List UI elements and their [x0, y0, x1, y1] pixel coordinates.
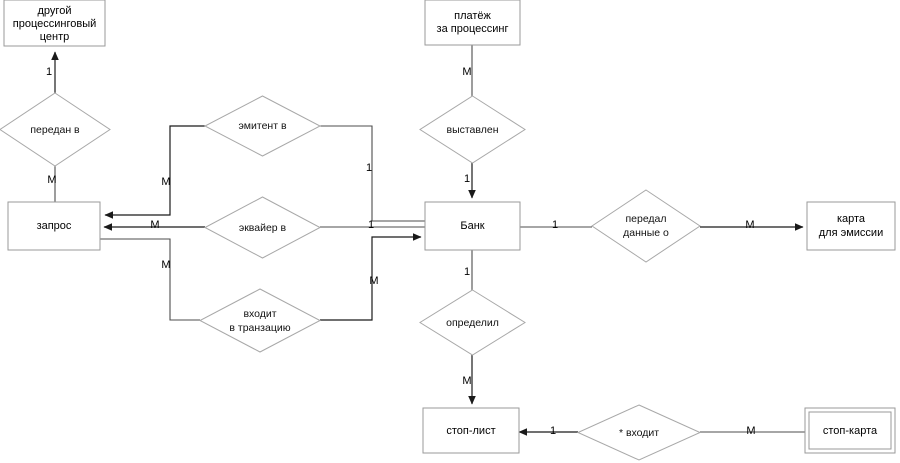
- entity-proc-center-line-2: процессинговый: [13, 18, 97, 30]
- entity-request[interactable]: запрос: [7, 201, 101, 251]
- cardinality-request-issuer-in: M: [161, 176, 170, 188]
- cardinality-request-acquirer-in: M: [150, 219, 159, 231]
- relationship-enters-trans-line-2: в транзацию: [229, 322, 290, 334]
- entity-proc-center[interactable]: другой процессинговый центр: [3, 0, 106, 47]
- entity-payment-line-2: за процессинг: [437, 23, 509, 35]
- relationship-star-enters-label: * входит: [619, 427, 659, 439]
- relationship-issuer-in-label: эмитент в: [238, 120, 286, 132]
- entity-proc-center-line-3: центр: [40, 31, 70, 43]
- relationship-determined-label: определил: [446, 317, 499, 329]
- connector-enters-trans-bank: [320, 233, 422, 321]
- cardinality-acquirer-in-bank: 1: [368, 219, 374, 231]
- relationship-enters-trans-line-1: входит: [243, 308, 276, 320]
- entity-emission-card-line-2: для эмиссии: [819, 227, 883, 239]
- relationship-star-enters[interactable]: * входит: [576, 404, 702, 461]
- cardinality-handed-data-card: M: [745, 219, 754, 231]
- cardinality-transferred-to-request: M: [47, 174, 56, 186]
- connector-request-enters-trans: [100, 238, 200, 321]
- connector-issuer-in-bank: [320, 125, 425, 222]
- relationship-acquirer-in[interactable]: эквайер в: [203, 196, 322, 259]
- cardinality-payment-issued: M: [462, 66, 471, 78]
- relationship-issued-label: выставлен: [446, 124, 498, 136]
- entity-emission-card[interactable]: карта для эмиссии: [806, 201, 896, 251]
- relationship-acquirer-in-label: эквайер в: [239, 222, 287, 234]
- cardinality-proc-center: 1: [46, 66, 52, 78]
- entity-stop-card[interactable]: стоп-карта: [804, 407, 896, 454]
- entity-payment-line-1: платёж: [454, 10, 491, 22]
- cardinality-issued-bank: 1: [464, 173, 470, 185]
- cardinality-bank-handed-data: 1: [552, 219, 558, 231]
- relationship-transferred-to[interactable]: передан в: [0, 92, 111, 167]
- relationship-handed-data-line-2: данные о: [623, 227, 669, 239]
- relationship-determined[interactable]: определил: [419, 289, 526, 356]
- entity-payment[interactable]: платёж за процессинг: [424, 0, 521, 46]
- entity-stop-list[interactable]: стоп-лист: [422, 407, 520, 454]
- entity-emission-card-line-1: карта: [837, 213, 866, 225]
- entity-request-label: запрос: [37, 220, 72, 232]
- relationship-handed-data-line-1: передал: [625, 213, 666, 225]
- relationship-handed-data[interactable]: передал данные о: [591, 189, 701, 263]
- relationship-issuer-in[interactable]: эмитент в: [203, 95, 322, 157]
- cardinality-bank-determined: 1: [464, 266, 470, 278]
- cardinality-issuer-in-bank: 1: [366, 162, 372, 174]
- cardinality-determined-stop-list: M: [462, 375, 471, 387]
- entity-bank-label: Банк: [460, 220, 484, 232]
- cardinality-enters-trans-bank: M: [369, 275, 378, 287]
- entity-bank[interactable]: Банк: [424, 201, 521, 251]
- entity-stop-card-label: стоп-карта: [823, 425, 878, 437]
- relationship-issued[interactable]: выставлен: [419, 95, 526, 164]
- relationship-transferred-to-label: передан в: [30, 124, 80, 136]
- cardinality-star-enters-stop-list: 1: [550, 425, 556, 437]
- connector-issuer-in-request: [104, 125, 205, 219]
- relationship-enters-trans[interactable]: входит в транзацию: [198, 288, 322, 353]
- cardinality-request-enters-trans: M: [161, 259, 170, 271]
- entity-stop-list-label: стоп-лист: [446, 425, 495, 437]
- cardinality-star-enters-stop-card: M: [746, 425, 755, 437]
- entity-proc-center-line-1: другой: [38, 5, 72, 17]
